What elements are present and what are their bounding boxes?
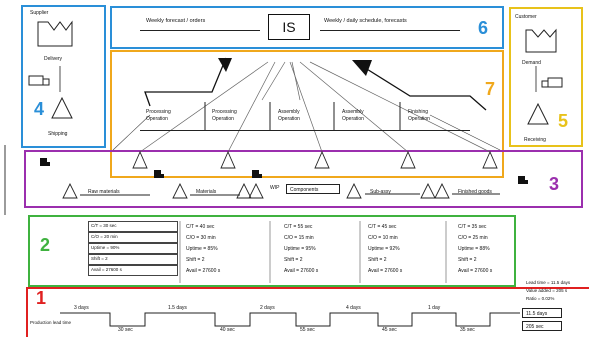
- information-system-box: IS: [268, 14, 310, 40]
- zone-number-2: 2: [40, 235, 51, 255]
- zone-5-customer: [509, 7, 583, 147]
- data-box: C/T = 35 sec C/O = 25 min Uptime = 88% S…: [458, 224, 493, 274]
- control-right-note: Weekly / daily schedule, forecasts: [320, 14, 460, 31]
- timeline-summary-line: Lead time = 11.5 days: [526, 280, 571, 285]
- flow-label: Materials: [196, 189, 217, 195]
- timeline-summary-line: Value added = 205 s: [526, 288, 568, 293]
- timeline-day: 3 days: [74, 305, 89, 311]
- supplier-label: Shipping: [48, 131, 68, 137]
- timeline-time: 30 sec: [118, 327, 133, 333]
- zone-3-material-flow: [24, 150, 583, 208]
- customer-sub: Demand: [522, 60, 541, 66]
- zone-number-1: 1: [36, 288, 47, 308]
- zone-number-4: 4: [34, 99, 45, 119]
- process-box: Assembly Operation: [278, 109, 300, 122]
- data-box: C/T = 45 sec C/O = 10 min Uptime = 92% S…: [368, 224, 403, 274]
- process-box: Processing Operation: [146, 109, 171, 122]
- process-box: Assembly Operation: [342, 109, 364, 122]
- zone-6-control: [110, 6, 504, 49]
- zone-number-7: 7: [485, 79, 496, 99]
- timeline-day: 4 days: [346, 305, 361, 311]
- data-box: C/T = 40 sec C/O = 30 min Uptime = 85% S…: [186, 224, 221, 274]
- flow-label: Sub-assy: [370, 189, 391, 195]
- process-row: Processing Operation Processing Operatio…: [140, 102, 470, 131]
- zone-number-5: 5: [558, 111, 569, 131]
- timeline-summary-line: Ratio = 0.02%: [526, 296, 555, 301]
- zone-number-3: 3: [549, 174, 560, 194]
- timeline-time: 35 sec: [460, 327, 475, 333]
- timeline-time: 45 sec: [382, 327, 397, 333]
- timeline-total-value-added: 205 sec: [522, 321, 562, 331]
- control-left-note: Weekly forecast / orders: [140, 14, 260, 31]
- timeline-day: 1 day: [428, 305, 441, 311]
- flow-label: Finished goods: [458, 189, 492, 195]
- timeline-total-lead-time: 11.5 days: [522, 308, 562, 318]
- process-box: Finishing Operation: [408, 109, 430, 122]
- timeline-time: 55 sec: [300, 327, 315, 333]
- supplier-sub: Delivery: [44, 56, 63, 62]
- timeline-time: 40 sec: [220, 327, 235, 333]
- flow-label: Raw materials: [88, 189, 120, 195]
- customer-label: Receiving: [524, 137, 546, 143]
- flow-label-box: Components: [286, 184, 340, 194]
- zone-4-supplier: [21, 5, 106, 148]
- data-box: C/T = 30 sec C/O = 20 min Uptime = 90% S…: [88, 221, 178, 283]
- zone-2-data-boxes: [28, 215, 516, 287]
- supplier-title: Supplier: [30, 10, 49, 16]
- customer-title: Customer: [515, 14, 537, 20]
- process-box: Processing Operation: [212, 109, 237, 122]
- timeline-left-label: Production lead time: [30, 320, 72, 325]
- flow-label: WIP: [270, 185, 280, 191]
- zone-7-info-flow: [110, 50, 504, 178]
- timeline-day: 2 days: [260, 305, 275, 311]
- zone-1-timeline: [26, 287, 589, 337]
- zone-number-6: 6: [478, 18, 489, 38]
- data-box: C/T = 55 sec C/O = 15 min Uptime = 95% S…: [284, 224, 319, 274]
- information-system-label: IS: [282, 19, 296, 35]
- timeline-day: 1.5 days: [168, 305, 187, 311]
